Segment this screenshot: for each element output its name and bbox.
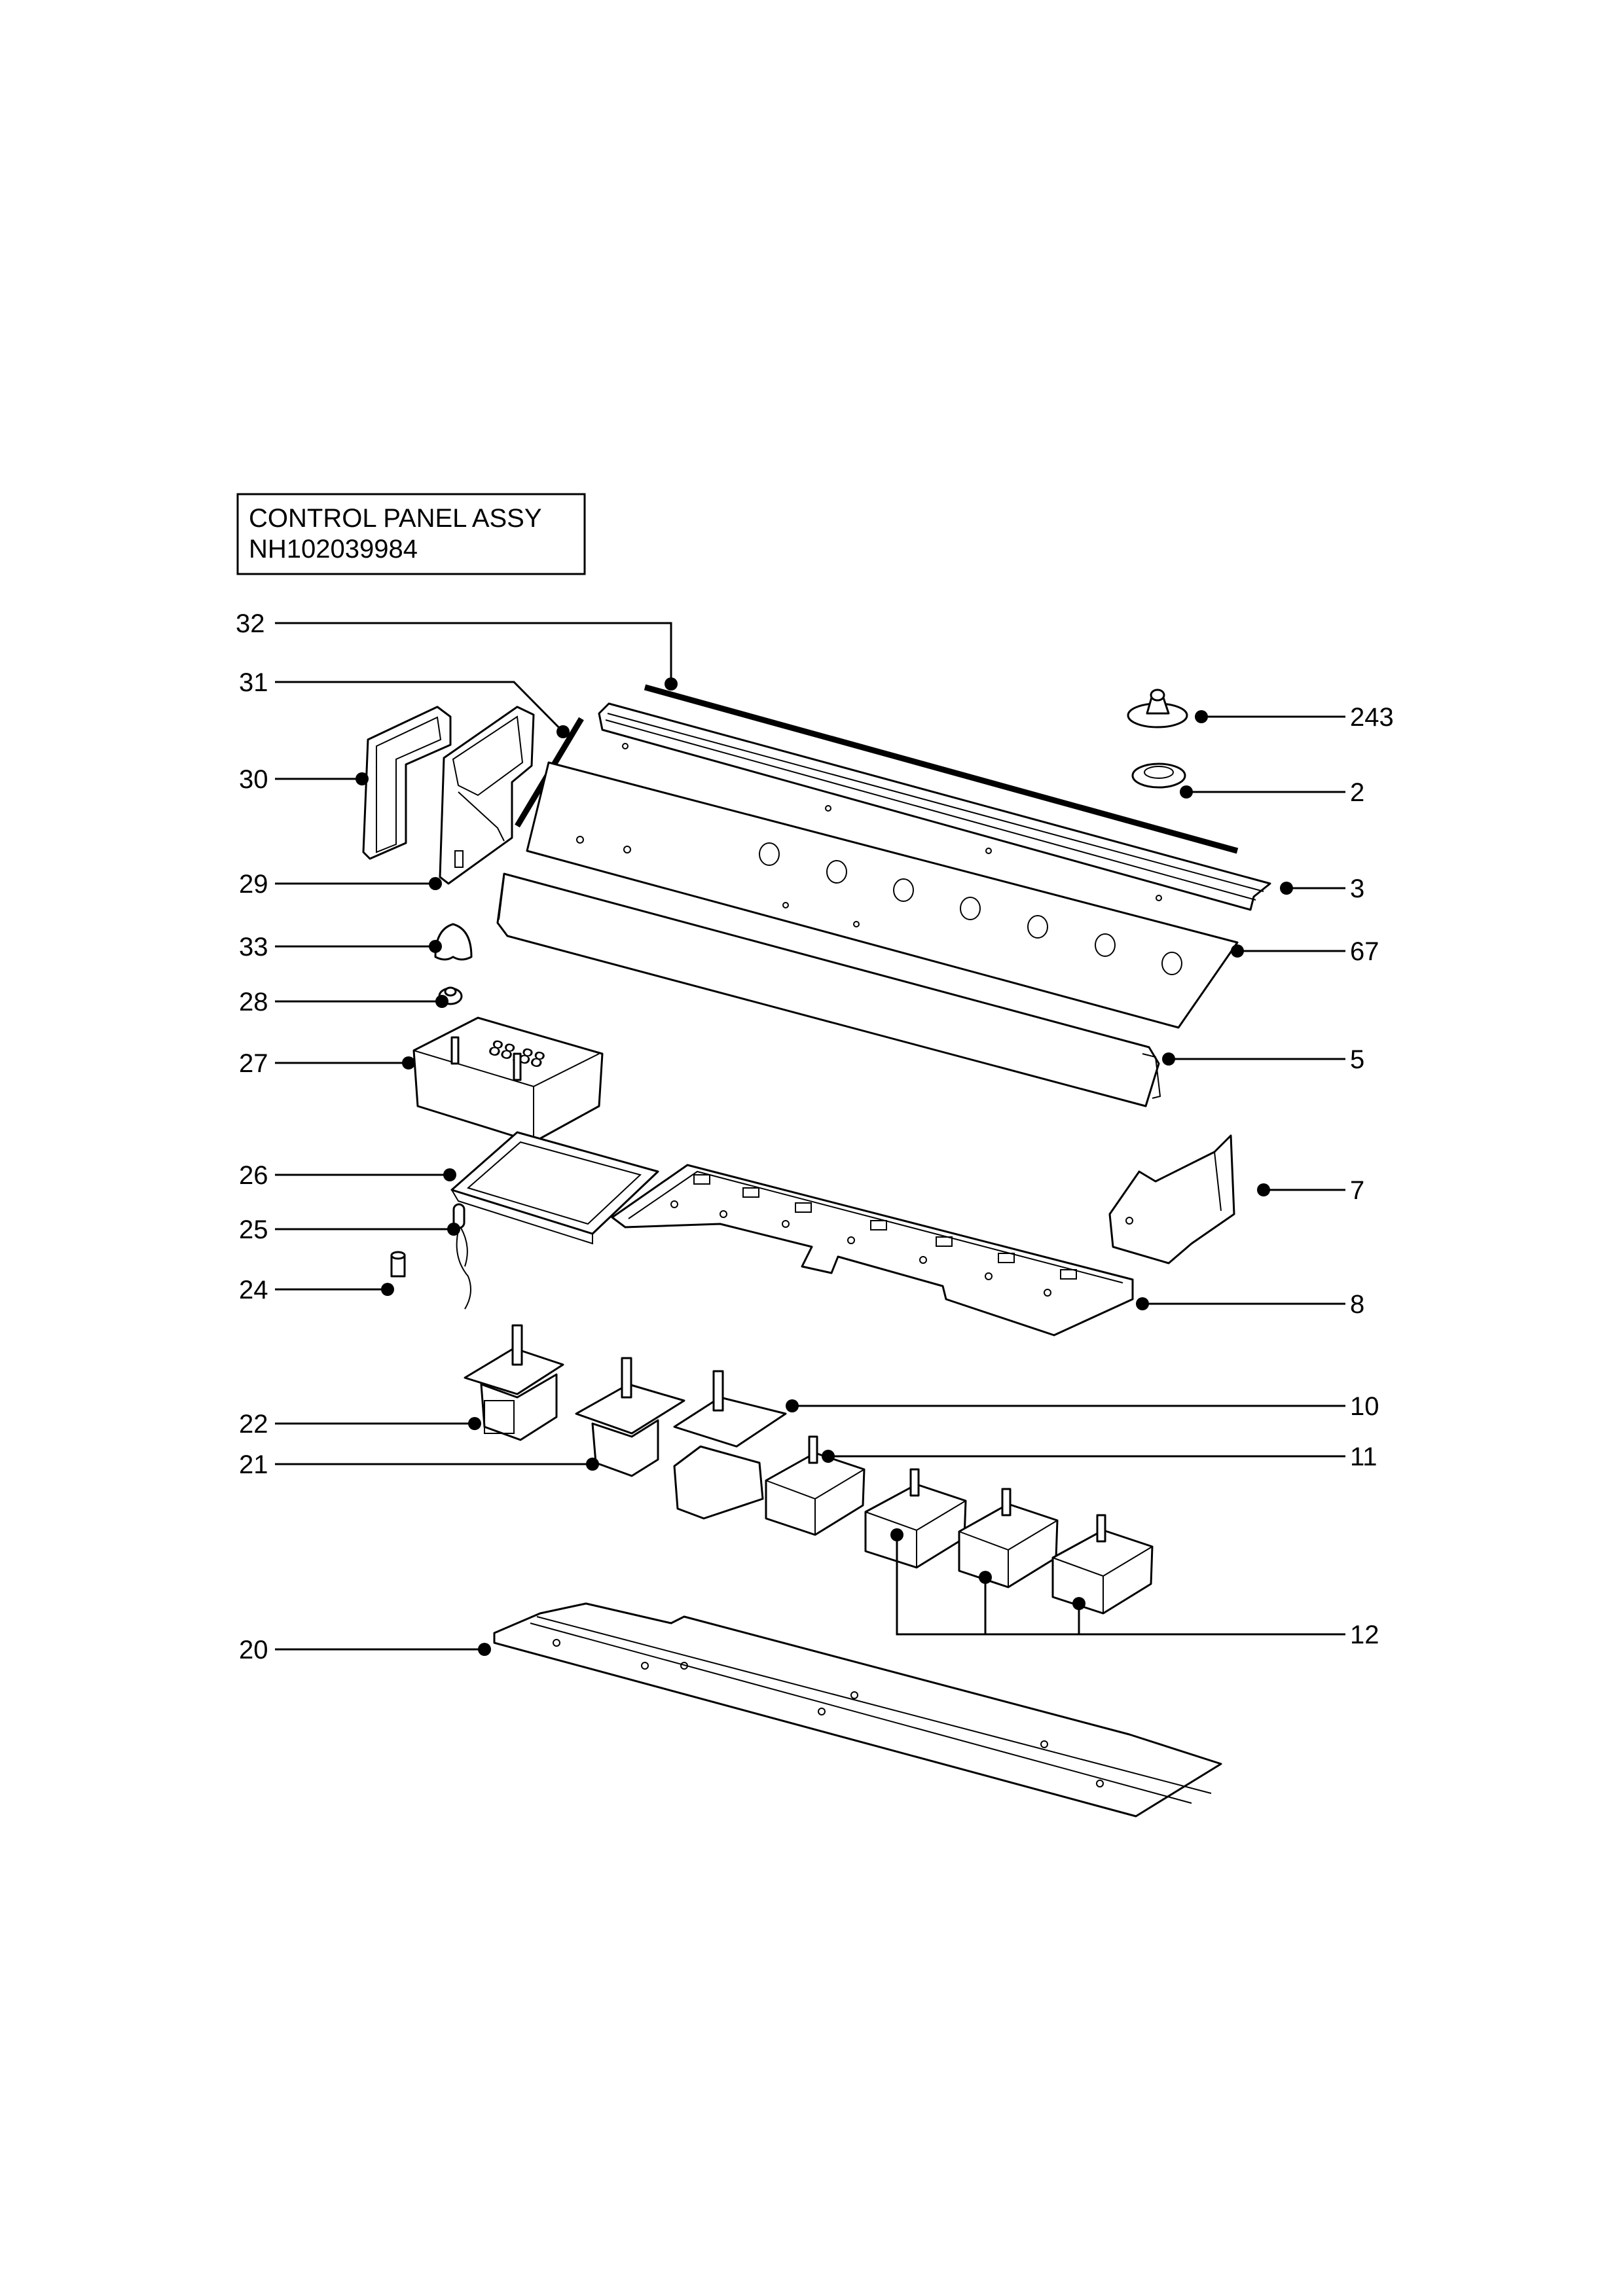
callout-7: 7 xyxy=(1350,1176,1364,1205)
callout-24: 24 xyxy=(239,1276,268,1304)
part-21-switch xyxy=(575,1357,685,1477)
part-33-small-knob xyxy=(434,923,473,961)
part-30-side-bracket xyxy=(362,706,452,860)
part-32-strip xyxy=(644,684,1239,854)
title-line-2: NH102039984 xyxy=(249,535,418,564)
callout-20: 20 xyxy=(239,1636,268,1664)
part-243-knob xyxy=(1127,689,1188,728)
part-12-switch-a xyxy=(864,1468,967,1569)
title-box: CONTROL PANEL ASSY NH102039984 xyxy=(236,493,586,575)
callout-21: 21 xyxy=(239,1450,268,1479)
callout-8: 8 xyxy=(1350,1290,1364,1319)
part-5-lower-trim xyxy=(496,872,1161,1107)
callout-labels: 32 31 30 29 33 28 27 26 25 24 22 21 20 2… xyxy=(236,609,1394,1664)
callout-25: 25 xyxy=(239,1215,268,1244)
callout-26: 26 xyxy=(239,1161,268,1190)
title-line-1: CONTROL PANEL ASSY xyxy=(249,504,542,533)
leader-lines xyxy=(275,622,1345,1656)
callout-3: 3 xyxy=(1350,874,1364,903)
part-11-rotary-switch xyxy=(765,1435,866,1536)
callout-31: 31 xyxy=(239,668,268,697)
callout-33: 33 xyxy=(239,933,268,961)
part-7-right-bracket xyxy=(1108,1134,1235,1265)
part-24-cylinder xyxy=(390,1251,406,1278)
part-67-fascia-panel xyxy=(526,761,1239,1029)
part-8-mounting-plate xyxy=(611,1164,1134,1336)
callout-67: 67 xyxy=(1350,937,1379,966)
callout-27: 27 xyxy=(239,1049,268,1078)
part-3-rear-rail xyxy=(598,702,1271,911)
callout-5: 5 xyxy=(1350,1045,1364,1074)
part-2-bezel xyxy=(1131,762,1186,789)
part-25-probe xyxy=(452,1203,471,1310)
part-10-switch xyxy=(673,1370,787,1520)
callout-32: 32 xyxy=(236,609,265,638)
callout-22: 22 xyxy=(239,1410,268,1439)
callout-12: 12 xyxy=(1350,1621,1379,1649)
callout-11: 11 xyxy=(1350,1443,1377,1471)
part-29-end-plate xyxy=(439,706,535,885)
callout-30: 30 xyxy=(239,765,268,794)
part-22-switch xyxy=(464,1324,564,1441)
part-12-switch-b xyxy=(958,1488,1059,1588)
callout-28: 28 xyxy=(239,988,268,1016)
callout-10: 10 xyxy=(1350,1392,1379,1421)
part-20-bottom-rail xyxy=(493,1602,1222,1818)
callout-243: 243 xyxy=(1350,703,1394,732)
part-12-switch-c xyxy=(1051,1514,1154,1615)
part-26-pcb-frame xyxy=(450,1131,659,1245)
callout-29: 29 xyxy=(239,870,268,899)
callout-2: 2 xyxy=(1350,778,1364,807)
part-27-display-module: 88.88 xyxy=(412,1016,604,1143)
